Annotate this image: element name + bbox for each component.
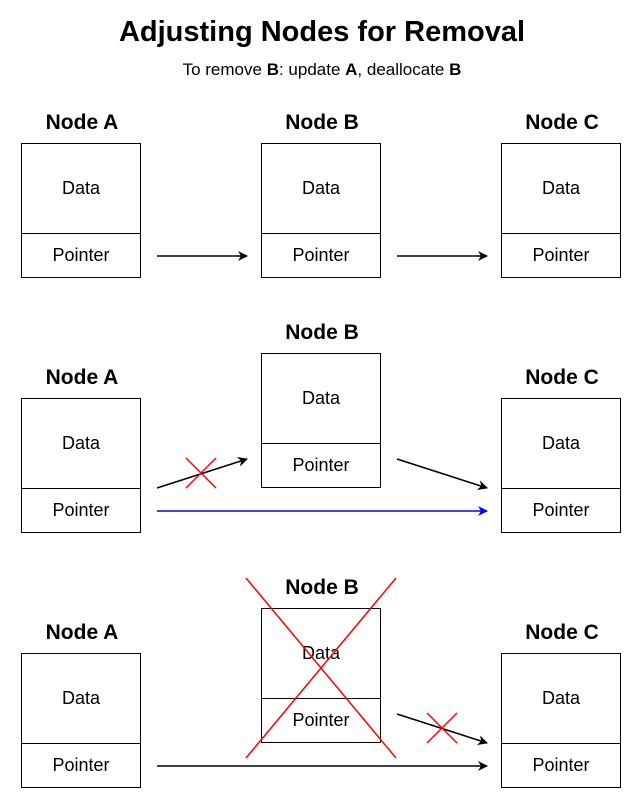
subtitle-middle: : update	[278, 60, 346, 79]
row3-node-c-label: Node C	[525, 621, 599, 644]
diagram-subtitle: To remove B: update A, deallocate B	[0, 58, 644, 82]
row1-node-c-label: Node C	[525, 111, 599, 134]
row2-node-b: Data Pointer	[261, 353, 381, 488]
row3-node-a-data: Data	[61, 688, 101, 708]
row1-node-a-label: Node A	[45, 111, 119, 134]
row2-node-c: Data Pointer	[501, 398, 621, 533]
subtitle-target-node: B	[266, 60, 279, 79]
row1-node-b-label: Node B	[285, 111, 359, 134]
row1-node-a-data: Data	[61, 178, 101, 198]
row1-node-b-data: Data	[301, 178, 341, 198]
row2-node-c-label: Node C	[525, 366, 599, 389]
row1-node-c-pointer: Pointer	[502, 233, 620, 277]
row1-node-c: Data Pointer	[501, 143, 621, 278]
row2-node-b-pointer: Pointer	[262, 443, 380, 487]
subtitle-dealloc-node: B	[449, 60, 462, 79]
row2-node-a-data: Data	[61, 433, 101, 453]
subtitle-prefix: To remove	[182, 60, 267, 79]
row1-node-a-pointer: Pointer	[22, 233, 140, 277]
row2-node-b-label: Node B	[285, 321, 359, 344]
row3-removed-link-x-mark	[426, 712, 458, 744]
row1-node-b-pointer: Pointer	[262, 233, 380, 277]
row3-node-b: Data Pointer	[261, 608, 381, 743]
row3-node-b-data: Data	[301, 643, 341, 663]
row3-node-c-pointer: Pointer	[502, 743, 620, 787]
row2-node-c-data: Data	[541, 433, 581, 453]
subtitle-separator: , deallocate	[357, 60, 450, 79]
row1-node-b: Data Pointer	[261, 143, 381, 278]
diagram-title: Adjusting Nodes for Removal	[118, 16, 526, 48]
row2-node-a-pointer: Pointer	[22, 488, 140, 532]
row2-node-c-pointer: Pointer	[502, 488, 620, 532]
row3-node-c: Data Pointer	[501, 653, 621, 788]
row3-node-c-data: Data	[541, 688, 581, 708]
row3-node-a-label: Node A	[45, 621, 119, 644]
row2-link-b-to-c-arrow	[396, 458, 488, 490]
row2-old-link-a-to-b-arrow	[156, 457, 248, 489]
row3-link-b-to-c-arrow	[396, 713, 488, 745]
row3-node-b-pointer: Pointer	[262, 698, 380, 742]
row2-node-a-label: Node A	[45, 366, 119, 389]
row3-node-a-pointer: Pointer	[22, 743, 140, 787]
row3-node-b-label: Node B	[285, 576, 359, 599]
row1-node-a: Data Pointer	[21, 143, 141, 278]
row2-node-b-data: Data	[301, 388, 341, 408]
row2-removed-link-x-mark	[185, 457, 217, 489]
row1-node-c-data: Data	[541, 178, 581, 198]
row2-node-a: Data Pointer	[21, 398, 141, 533]
subtitle-update-node: A	[345, 60, 358, 79]
row3-node-a: Data Pointer	[21, 653, 141, 788]
